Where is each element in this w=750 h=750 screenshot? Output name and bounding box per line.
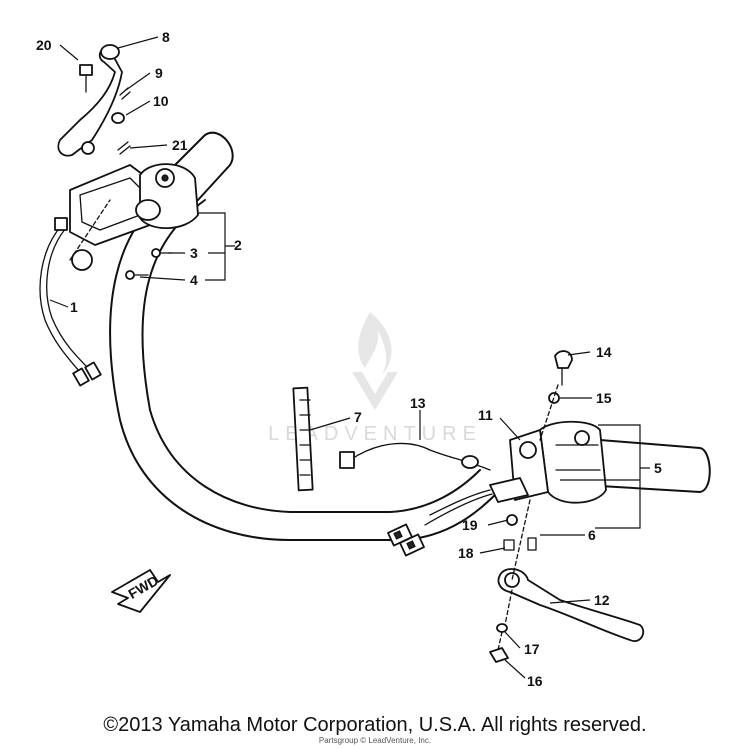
callout-9: 9 <box>155 65 163 81</box>
callout-6: 6 <box>588 527 596 543</box>
copyright-notice: ©2013 Yamaha Motor Corporation, U.S.A. A… <box>103 714 647 736</box>
callout-20: 20 <box>36 37 52 53</box>
watermark-text: LEADVENTURE <box>268 423 482 445</box>
callout-3: 3 <box>190 245 198 261</box>
callout-19: 19 <box>462 517 478 533</box>
callout-14: 14 <box>596 344 612 360</box>
callout-12: 12 <box>594 592 610 608</box>
callout-15: 15 <box>596 390 612 406</box>
left-switch-screws <box>125 248 173 280</box>
callout-4: 4 <box>190 272 198 288</box>
leadventure-watermark: LEADVENTURE <box>268 312 482 445</box>
small-hardware <box>489 350 573 663</box>
callout-5: 5 <box>654 460 662 476</box>
callout-numbers: 20 8 9 10 21 2 3 4 1 7 13 11 14 15 5 6 1… <box>36 29 662 689</box>
callout-11: 11 <box>478 407 493 423</box>
right-handlebar-switch <box>489 420 607 504</box>
left-lever <box>57 44 131 157</box>
cable-band <box>292 386 314 492</box>
callout-10: 10 <box>153 93 169 109</box>
callout-1: 1 <box>70 299 78 315</box>
leader-lines <box>49 36 650 679</box>
callout-7: 7 <box>354 409 362 425</box>
handlebar <box>109 131 711 541</box>
callout-17: 17 <box>524 641 540 657</box>
right-lever <box>497 568 645 642</box>
forward-direction-arrow: FWD <box>111 569 171 613</box>
callout-18: 18 <box>458 545 474 561</box>
alignment-lines <box>69 199 559 651</box>
callout-16: 16 <box>527 673 543 689</box>
watermark-v-icon <box>352 372 398 410</box>
callout-8: 8 <box>162 29 170 45</box>
callout-21: 21 <box>172 137 188 153</box>
left-handlebar-switch <box>69 163 199 271</box>
callout-2: 2 <box>234 237 242 253</box>
partsgroup-small-print: Partsgroup © LeadVenture, Inc. <box>318 736 432 745</box>
callout-13: 13 <box>410 395 426 411</box>
clutch-switch-wire <box>339 442 491 471</box>
left-switch-wire-harness <box>39 217 102 387</box>
watermark-flame-icon <box>358 312 392 375</box>
right-switch-connectors <box>387 489 493 557</box>
